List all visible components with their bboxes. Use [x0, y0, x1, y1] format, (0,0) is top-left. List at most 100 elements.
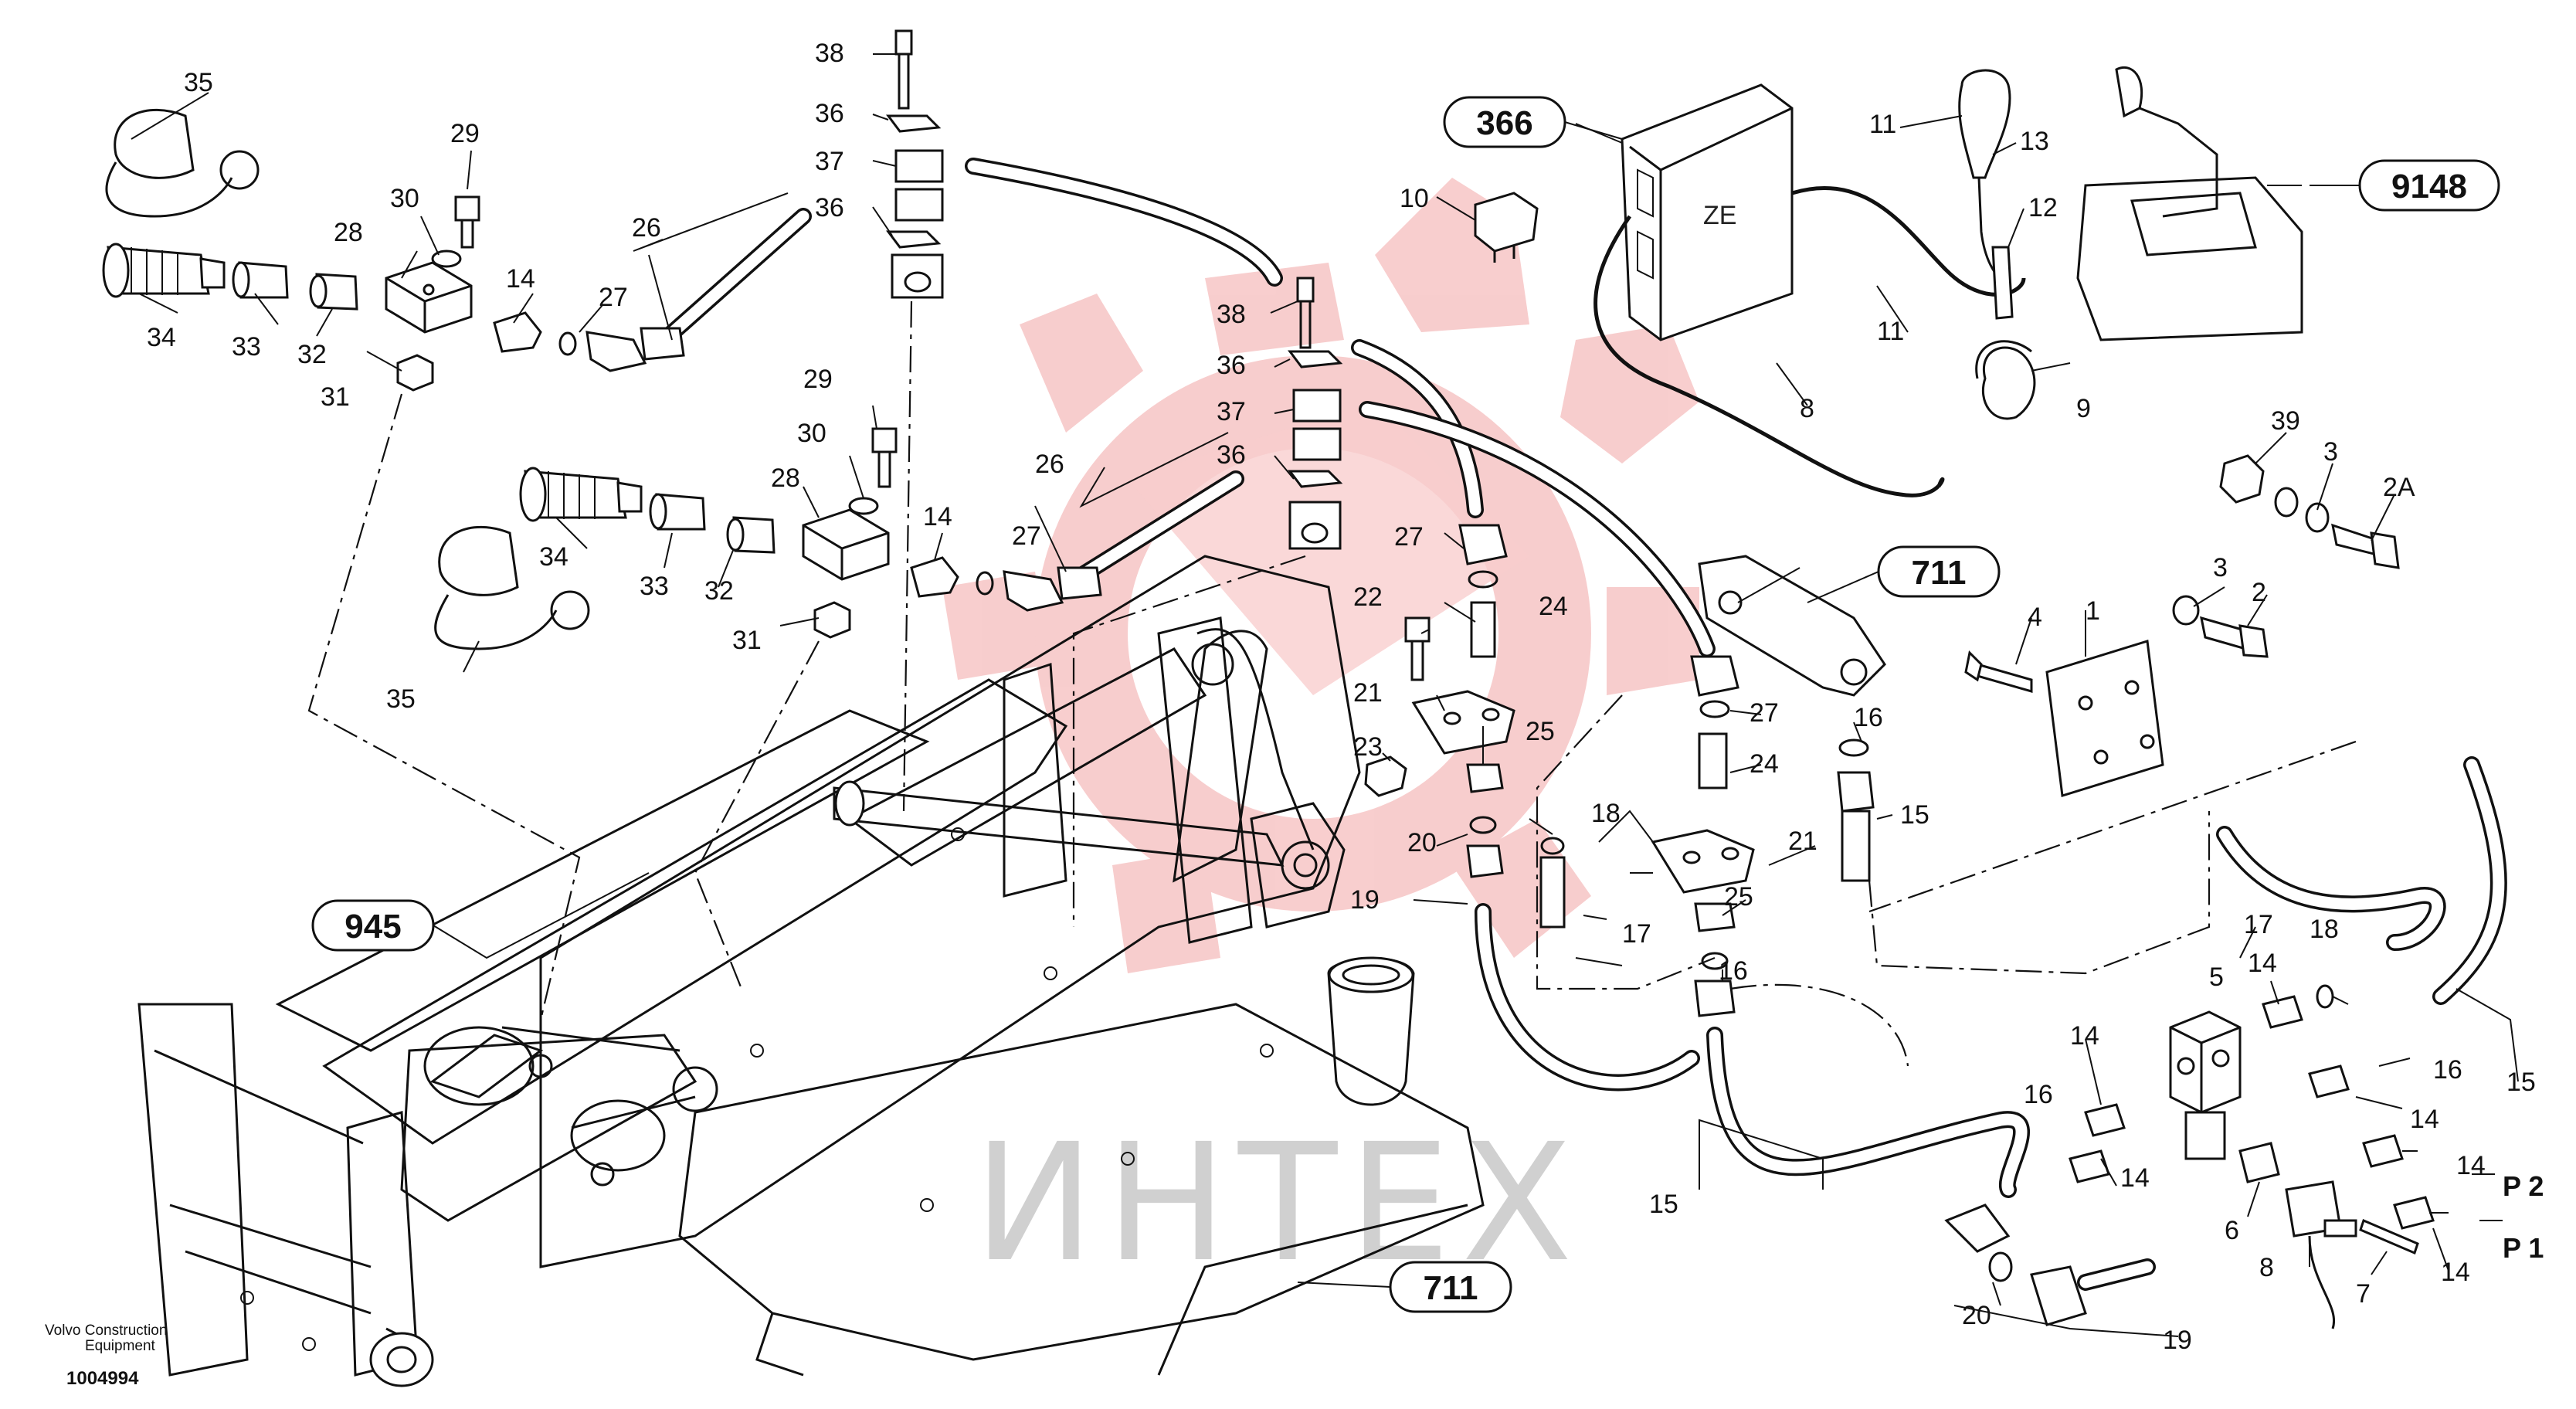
- drawing-number: 1004994: [66, 1368, 139, 1389]
- callout-14: 14: [923, 502, 952, 531]
- callout-25: 25: [1724, 882, 1753, 912]
- callout-36: 36: [815, 193, 844, 222]
- valve-assembly: [1944, 454, 2435, 1329]
- callout-14: 14: [2248, 949, 2277, 978]
- callout-27: 27: [1012, 521, 1041, 551]
- ref-oval-366-label: 366: [1476, 104, 1532, 142]
- callout-28: 28: [771, 463, 800, 493]
- frame-bolts: [240, 827, 1274, 1351]
- ref-oval-711-lower: 711: [1389, 1261, 1512, 1313]
- oval-leaders: [433, 121, 2360, 1288]
- coupler-assembly-lower: [434, 427, 1244, 650]
- callout-16: 16: [2024, 1080, 2053, 1109]
- callout-11: 11: [1877, 317, 1904, 346]
- callout-22: 22: [1353, 582, 1383, 612]
- callout-19: 19: [2163, 1326, 2192, 1355]
- callout-8: 8: [1800, 394, 1814, 423]
- callout-39: 39: [2271, 406, 2300, 436]
- loader-frame-drawing: [137, 555, 1485, 1387]
- fittings-right: [1651, 555, 1886, 1017]
- callout-36: 36: [1217, 351, 1246, 380]
- callout-numbers: 38 36 37 36 35 29 30 28 26 14 27 34 33 3…: [147, 39, 2536, 1355]
- ecu-label: ZE: [1703, 201, 1736, 230]
- callout-5: 5: [2209, 963, 2224, 992]
- callout-20: 20: [1407, 828, 1437, 857]
- callout-13: 13: [2020, 127, 2049, 156]
- ecu-joystick-group: ZE: [1474, 66, 2303, 497]
- callout-27: 27: [1750, 698, 1779, 728]
- callout-2a: 2A: [2383, 473, 2415, 502]
- callout-8: 8: [2259, 1253, 2274, 1282]
- callout-1: 1: [2086, 596, 2100, 626]
- dashed-leaders: [307, 300, 2357, 1067]
- footer: Volvo Construction Equipment 1004994: [45, 1322, 167, 1389]
- callout-15: 15: [1649, 1190, 1678, 1219]
- callout-30: 30: [390, 184, 419, 213]
- callout-38: 38: [815, 39, 844, 68]
- callout-3: 3: [2323, 437, 2338, 467]
- callout-3: 3: [2213, 553, 2228, 582]
- callout-29: 29: [803, 365, 833, 394]
- callout-15: 15: [2506, 1068, 2536, 1097]
- callout-18: 18: [1591, 799, 1621, 828]
- callout-14: 14: [2441, 1258, 2470, 1287]
- callout-35: 35: [386, 684, 416, 714]
- clamp-stack-lower: [1288, 277, 1343, 550]
- callout-31: 31: [732, 626, 762, 655]
- gear-watermark: [942, 178, 1699, 973]
- port-label-p1: P 1: [2503, 1232, 2544, 1264]
- callout-36: 36: [815, 99, 844, 128]
- ref-oval-945-label: 945: [344, 908, 401, 946]
- callout-19: 19: [1350, 885, 1380, 915]
- ref-oval-711-upper: 711: [1877, 545, 2001, 598]
- callout-33: 33: [232, 332, 261, 362]
- callout-15: 15: [1900, 800, 1929, 830]
- coupler-assembly-upper: [102, 108, 812, 392]
- callout-21: 21: [1353, 678, 1383, 708]
- callout-16: 16: [1719, 956, 1748, 986]
- callout-27: 27: [1394, 522, 1424, 552]
- callout-14: 14: [2070, 1021, 2099, 1051]
- callout-24: 24: [1750, 749, 1779, 779]
- callout-16: 16: [1854, 703, 1883, 732]
- callout-32: 32: [704, 576, 734, 606]
- callout-leaders: [131, 53, 2519, 1337]
- callout-35: 35: [184, 68, 213, 97]
- ref-oval-366: 366: [1443, 96, 1566, 148]
- callout-4: 4: [2028, 603, 2042, 632]
- callout-37: 37: [815, 147, 844, 176]
- callout-32: 32: [297, 340, 327, 369]
- port-label-p2: P 2: [2503, 1170, 2544, 1202]
- callout-14: 14: [2120, 1163, 2150, 1193]
- ref-oval-945: 945: [311, 899, 435, 952]
- brand-line-1: Volvo Construction: [45, 1322, 167, 1339]
- clamp-stack-upper: [886, 29, 944, 299]
- callout-26: 26: [1035, 450, 1064, 479]
- callout-17: 17: [2244, 910, 2273, 939]
- callout-37: 37: [1217, 397, 1246, 426]
- callout-14: 14: [506, 264, 535, 294]
- callout-29: 29: [450, 119, 480, 148]
- callout-16: 16: [2433, 1055, 2462, 1085]
- callout-20: 20: [1962, 1301, 1991, 1330]
- callout-18: 18: [2310, 915, 2339, 944]
- callout-34: 34: [147, 323, 176, 352]
- callout-14: 14: [2456, 1151, 2486, 1180]
- ref-oval-711-upper-label: 711: [1912, 554, 1967, 592]
- callout-17: 17: [1622, 919, 1651, 949]
- callout-38: 38: [1217, 300, 1246, 329]
- callout-34: 34: [539, 542, 568, 572]
- ref-oval-711-lower-label: 711: [1424, 1269, 1478, 1307]
- ref-oval-9148-label: 9148: [2391, 168, 2467, 205]
- callout-31: 31: [321, 382, 350, 412]
- callout-21: 21: [1788, 827, 1817, 856]
- callout-9: 9: [2076, 394, 2091, 423]
- fittings-mid: [1364, 524, 1566, 929]
- callout-23: 23: [1353, 732, 1383, 762]
- callout-30: 30: [797, 419, 826, 448]
- callout-7: 7: [2356, 1279, 2371, 1309]
- callout-24: 24: [1539, 592, 1568, 621]
- callout-27: 27: [599, 283, 628, 312]
- callout-36: 36: [1217, 440, 1246, 470]
